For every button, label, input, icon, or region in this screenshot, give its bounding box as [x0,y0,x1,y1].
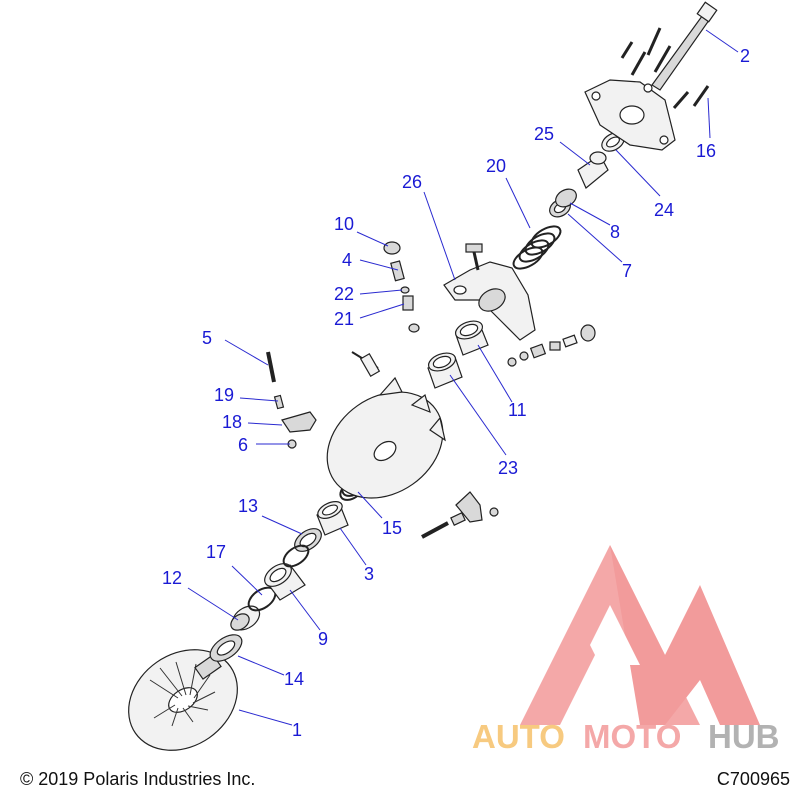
callout-25: 25 [534,124,554,144]
pin-part-5 [266,351,276,383]
callout-labels: 1 2 3 4 5 6 7 8 9 10 11 12 13 14 15 16 1… [162,46,750,740]
callout-4: 4 [342,250,352,270]
bushing-part-11 [454,320,489,356]
callout-20: 20 [486,156,506,176]
bushing-part-23 [427,352,463,389]
weight-part-18 [281,411,317,433]
callout-6: 6 [238,435,248,455]
parts-artwork [128,1,718,751]
watermark-hub: HUB [708,718,780,755]
watermark-logo: AUTO MOTO HUB [472,545,780,755]
callout-10: 10 [334,214,354,234]
roller-pin-part [351,351,381,377]
callout-26: 26 [402,172,422,192]
callout-11: 11 [508,400,527,420]
weight-arm-assembly [421,491,499,539]
copyright-text: © 2019 Polaris Industries Inc. [20,769,256,789]
callout-18: 18 [222,412,242,432]
callout-24: 24 [654,200,674,220]
watermark-moto: MOTO [583,718,681,755]
callout-12: 12 [162,568,182,588]
sleeve-part-25 [577,151,609,189]
callout-21: 21 [334,309,354,329]
callout-23: 23 [498,458,518,478]
roller-row [507,324,596,367]
callout-19: 19 [214,385,234,405]
spider-part-26 [443,243,536,341]
cover-plate-part [584,79,676,151]
leader-lines [187,29,739,726]
long-bolt-part-2 [651,1,718,91]
callout-7: 7 [622,261,632,281]
callout-14: 14 [284,669,304,689]
bushing-part-3 [316,501,349,536]
callout-9: 9 [318,629,328,649]
bolts-part-16 [620,27,710,109]
spring-part-20 [512,225,562,270]
callout-17: 17 [206,542,226,562]
callout-16: 16 [696,141,716,161]
callout-2: 2 [740,46,750,66]
callout-5: 5 [202,328,212,348]
watermark-auto: AUTO [472,718,565,755]
moveable-sheave-part [326,376,446,499]
callout-3: 3 [364,564,374,584]
callout-8: 8 [610,222,620,242]
callout-15: 15 [382,518,402,538]
callout-1: 1 [292,720,302,740]
callout-22: 22 [334,284,354,304]
bushing-part-9 [264,563,306,601]
callout-13: 13 [238,496,258,516]
figure-id: C700965 [716,769,790,789]
